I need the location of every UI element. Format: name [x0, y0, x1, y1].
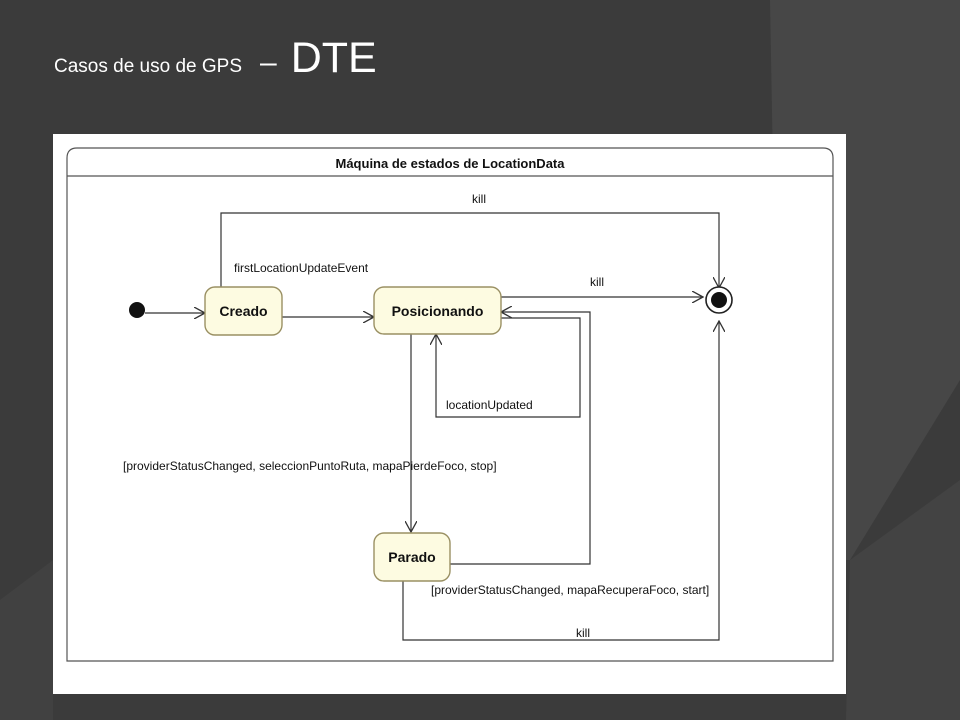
state-machine-diagram: Máquina de estados de LocationData kill … — [66, 147, 834, 662]
initial-state — [129, 302, 145, 318]
background-shape-lower — [846, 480, 960, 720]
title-acronym: DTE — [290, 34, 377, 82]
state-creado — [204, 286, 283, 336]
transition-kill-bottom — [402, 321, 719, 641]
state-posicionando-label: Posicionando — [392, 303, 484, 319]
label-to-parado: [providerStatusChanged, seleccionPuntoRu… — [123, 459, 497, 473]
frame-border — [66, 147, 834, 662]
label-to-posicionando: [providerStatusChanged, mapaRecuperaFoco… — [431, 583, 709, 597]
diagram-panel: Máquina de estados de LocationData kill … — [53, 134, 846, 694]
transition-kill-top — [220, 212, 719, 288]
background-shape-left — [0, 560, 53, 720]
state-parado — [373, 532, 451, 582]
final-state-dot — [711, 292, 727, 308]
title-subject: Casos de uso de GPS — [54, 56, 242, 77]
label-location-updated: locationUpdated — [446, 398, 533, 412]
label-kill-top: kill — [472, 192, 486, 206]
label-first-location: firstLocationUpdateEvent — [234, 261, 369, 275]
label-kill-posicionando: kill — [590, 275, 604, 289]
state-posicionando — [373, 286, 502, 335]
title-dash: – — [260, 46, 277, 79]
state-creado-label: Creado — [219, 303, 267, 319]
label-kill-bottom: kill — [576, 626, 590, 640]
transition-parado-to-posicionando — [450, 312, 591, 565]
slide-title: Casos de uso de GPS–DTE — [54, 34, 377, 83]
transition-location-updated — [436, 317, 581, 418]
state-parado-label: Parado — [388, 549, 435, 565]
frame-title: Máquina de estados de LocationData — [336, 156, 566, 171]
